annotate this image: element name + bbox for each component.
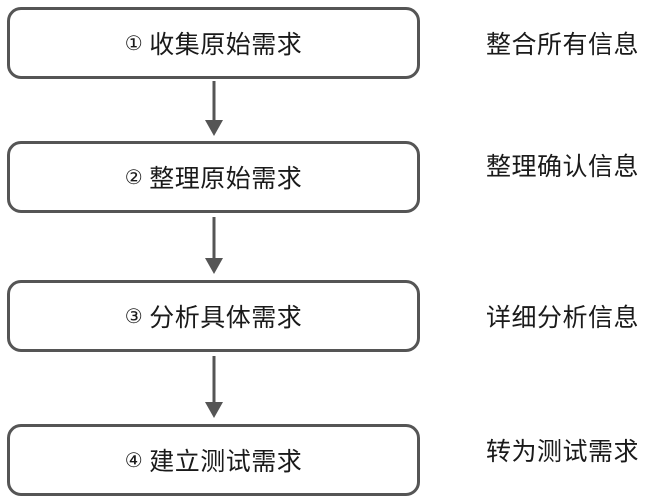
step-number-1: ①	[124, 31, 144, 55]
step-note-1: 整合所有信息	[486, 30, 640, 59]
step-box-3: ③ 分析具体需求	[7, 280, 420, 352]
arrow-1-to-2	[205, 81, 223, 136]
step-label-1: 收集原始需求	[149, 30, 303, 59]
step-label-2: 整理原始需求	[149, 164, 303, 193]
step-number-4: ④	[124, 448, 144, 472]
step-box-4: ④ 建立测试需求	[7, 424, 420, 496]
arrow-2-to-3	[205, 217, 223, 274]
arrow-3-to-4	[205, 356, 223, 418]
step-label-4: 建立测试需求	[149, 447, 303, 476]
step-note-2: 整理确认信息	[486, 152, 640, 181]
step-number-2: ②	[124, 165, 144, 189]
step-number-3: ③	[124, 304, 144, 328]
step-note-3: 详细分析信息	[486, 303, 640, 332]
step-label-3: 分析具体需求	[149, 303, 303, 332]
step-box-1: ① 收集原始需求	[7, 7, 420, 79]
step-box-2: ② 整理原始需求	[7, 141, 420, 213]
step-note-4: 转为测试需求	[486, 437, 640, 466]
